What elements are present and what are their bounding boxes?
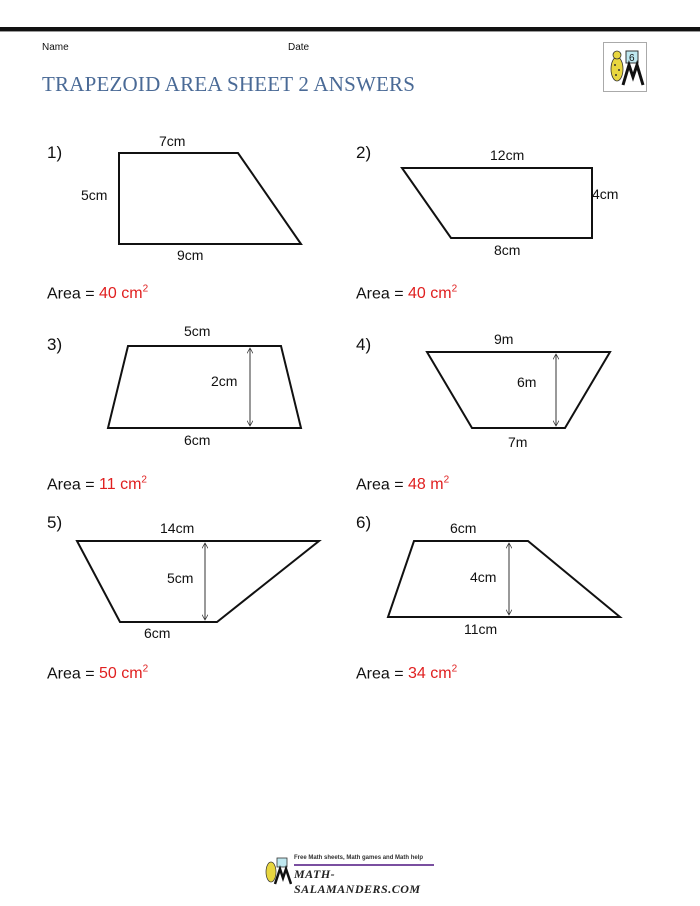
page-title: TRAPEZOID AREA SHEET 2 ANSWERS <box>42 72 416 96</box>
problem-3-height: 2cm <box>211 373 238 389</box>
problem-3-bottom-base: 6cm <box>184 432 211 448</box>
problem-5-top-base: 14cm <box>160 520 195 536</box>
problem-5-answer: 50 cm2 <box>99 664 149 683</box>
problem-6-top-base: 6cm <box>450 520 477 536</box>
problem-3-area: Area = 11 cm2 <box>47 475 147 494</box>
footer-tagline: Free Math sheets, Math games and Math he… <box>294 855 424 861</box>
logo-grade: 6 <box>629 53 635 64</box>
problem-2-answer: 40 cm2 <box>408 284 458 303</box>
salamander-logo-icon: 6 <box>603 42 647 92</box>
problem-2-area: Area = 40 cm2 <box>356 284 458 303</box>
trapezoid-2 <box>400 167 593 239</box>
problem-4-height: 6m <box>517 374 537 390</box>
problem-4-answer: 48 m2 <box>408 475 450 494</box>
problem-6-number: 6) <box>356 513 372 532</box>
footer-salamander-icon <box>265 857 293 885</box>
trapezoid-6 <box>386 540 623 618</box>
top-rule <box>0 27 700 31</box>
problem-2-height: 4cm <box>592 186 619 202</box>
name-label: Name <box>42 42 69 53</box>
problem-5-height: 5cm <box>167 570 194 586</box>
problem-6-area: Area = 34 cm2 <box>356 664 458 683</box>
date-label: Date <box>288 42 310 53</box>
problem-1-bottom-base: 9cm <box>177 247 204 263</box>
problem-3-top-base: 5cm <box>184 323 211 339</box>
problem-3-number: 3) <box>47 335 63 354</box>
problem-2-top-base: 12cm <box>490 147 525 163</box>
footer-site-name: MATH-SALAMANDERS.COM <box>294 867 421 896</box>
problem-2-number: 2) <box>356 143 372 162</box>
problem-1-area: Area = 40 cm2 <box>47 284 149 303</box>
problem-5-number: 5) <box>47 513 63 532</box>
footer-branding: Free Math sheets, Math games and Math he… <box>262 855 440 896</box>
trapezoid-3 <box>106 345 303 429</box>
problem-5-bottom-base: 6cm <box>144 625 171 641</box>
problem-3-answer: 11 cm2 <box>99 475 147 494</box>
problem-1-top-base: 7cm <box>159 133 186 149</box>
problem-1-height: 5cm <box>81 187 108 203</box>
problem-4-bottom-base: 7m <box>508 434 528 450</box>
problem-4-area: Area = 48 m2 <box>356 475 450 494</box>
problem-6-height: 4cm <box>470 569 497 585</box>
problem-1-number: 1) <box>47 143 63 162</box>
top-rule-shadow <box>0 31 700 32</box>
problem-4-top-base: 9m <box>494 331 514 347</box>
problem-1-answer: 40 cm2 <box>99 284 149 303</box>
problem-2-bottom-base: 8cm <box>494 242 521 258</box>
footer-divider <box>294 864 434 866</box>
trapezoid-5 <box>75 540 322 623</box>
problem-6-bottom-base: 11cm <box>464 621 498 637</box>
problem-6-answer: 34 cm2 <box>408 664 458 683</box>
problem-4-number: 4) <box>356 335 372 354</box>
problem-5-area: Area = 50 cm2 <box>47 664 149 683</box>
trapezoid-4 <box>425 351 612 429</box>
trapezoid-1 <box>118 152 303 245</box>
